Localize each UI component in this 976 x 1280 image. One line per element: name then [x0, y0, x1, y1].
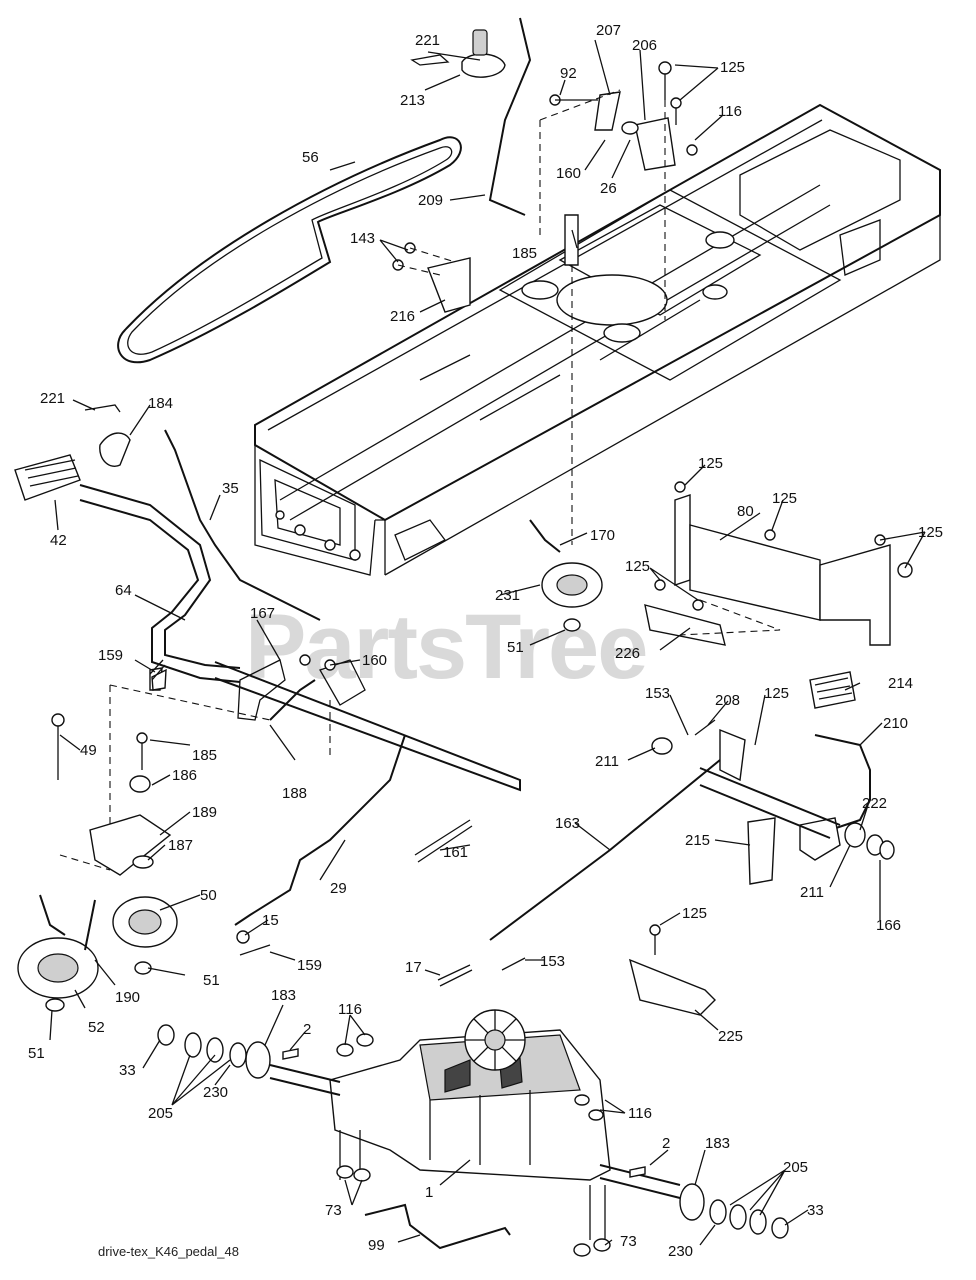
callout-50: 50	[200, 887, 217, 904]
callout-1: 1	[425, 1184, 433, 1201]
drive-belt	[117, 136, 462, 364]
callout-125-guard: 125	[682, 905, 707, 922]
frame-assembly	[254, 103, 941, 576]
bracket-216	[392, 242, 471, 313]
callout-231: 231	[495, 587, 520, 604]
callout-161: 161	[443, 844, 468, 861]
callout-215: 215	[685, 832, 710, 849]
top-parts	[410, 17, 698, 545]
callout-159-lower: 159	[297, 957, 322, 974]
callout-73-right: 73	[620, 1233, 637, 1250]
callout-2-right: 2	[662, 1135, 670, 1152]
callout-80: 80	[737, 503, 754, 520]
callout-225: 225	[718, 1028, 743, 1045]
callout-186: 186	[172, 767, 197, 784]
callout-222: 222	[862, 795, 887, 812]
leader-lines	[49, 39, 926, 1246]
callout-73-left: 73	[325, 1202, 342, 1219]
callout-153: 153	[645, 685, 670, 702]
callout-125-plate: 125	[625, 558, 650, 575]
callout-labels: 221 213 56 209 92 207 206 125 116 160 26…	[28, 22, 943, 1260]
callout-42: 42	[50, 532, 67, 549]
callout-206: 206	[632, 37, 657, 54]
callout-17: 17	[405, 959, 422, 976]
hubs-and-washers	[157, 1024, 789, 1250]
callout-51-right: 51	[507, 639, 524, 656]
callout-33-right: 33	[807, 1202, 824, 1219]
callout-99: 99	[368, 1237, 385, 1254]
watermark: PartsTree	[245, 596, 646, 698]
callout-116-top: 116	[718, 103, 742, 120]
callout-125-bracket-b: 125	[772, 490, 797, 507]
callout-163: 163	[555, 815, 580, 832]
callout-26: 26	[600, 180, 617, 197]
callout-210: 210	[883, 715, 908, 732]
callout-188: 188	[282, 785, 307, 802]
callout-230-right: 230	[668, 1243, 693, 1260]
callout-209: 209	[418, 192, 443, 209]
callout-29: 29	[330, 880, 347, 897]
callout-189: 189	[192, 804, 217, 821]
callout-170: 170	[590, 527, 615, 544]
callout-125-right: 125	[918, 524, 943, 541]
callout-51-idler: 51	[203, 972, 220, 989]
pedal-linkage	[14, 404, 521, 944]
callout-213: 213	[400, 92, 425, 109]
springs	[149, 659, 526, 987]
callout-49: 49	[80, 742, 97, 759]
callout-221: 221	[415, 32, 440, 49]
callout-92: 92	[560, 65, 577, 82]
callout-160-mid: 160	[362, 652, 387, 669]
callout-216: 216	[390, 308, 415, 325]
callout-51-left: 51	[28, 1045, 45, 1062]
diagram-caption: drive-tex_K46_pedal_48	[98, 1244, 239, 1259]
callout-230-left: 230	[203, 1084, 228, 1101]
callout-190: 190	[115, 989, 140, 1006]
right-side-parts	[489, 481, 913, 1016]
callout-185-top: 185	[512, 245, 537, 262]
callout-52: 52	[88, 1019, 105, 1036]
callout-208: 208	[715, 692, 740, 709]
callout-205-left: 205	[148, 1105, 173, 1122]
callout-207: 207	[596, 22, 621, 39]
callout-125-bracket: 125	[698, 455, 723, 472]
callout-205-right: 205	[783, 1159, 808, 1176]
callout-143: 143	[350, 230, 375, 247]
callout-184: 184	[148, 395, 173, 412]
callout-167: 167	[250, 605, 275, 622]
callout-35: 35	[222, 480, 239, 497]
callout-211-left: 211	[595, 753, 619, 770]
callout-125-top: 125	[720, 59, 745, 76]
callout-33-left: 33	[119, 1062, 136, 1079]
callout-221-left: 221	[40, 390, 65, 407]
callout-64: 64	[115, 582, 132, 599]
transaxle	[269, 1009, 681, 1257]
callout-214: 214	[888, 675, 913, 692]
callout-116-right: 116	[628, 1105, 652, 1122]
callout-226: 226	[615, 645, 640, 662]
callout-211-right: 211	[800, 884, 824, 901]
callout-160-top: 160	[556, 165, 581, 182]
callout-125-pedal: 125	[764, 685, 789, 702]
callout-56: 56	[302, 149, 319, 166]
callout-2-left: 2	[303, 1021, 311, 1038]
callout-153-lower: 153	[540, 953, 565, 970]
idler-assembly	[17, 668, 178, 1012]
callout-183-right: 183	[705, 1135, 730, 1152]
callout-116-left: 116	[338, 1001, 362, 1018]
callout-159: 159	[98, 647, 123, 664]
callout-166: 166	[876, 917, 901, 934]
callout-185-left: 185	[192, 747, 217, 764]
callout-183-left: 183	[271, 987, 296, 1004]
callout-187: 187	[168, 837, 193, 854]
callout-15: 15	[262, 912, 279, 929]
